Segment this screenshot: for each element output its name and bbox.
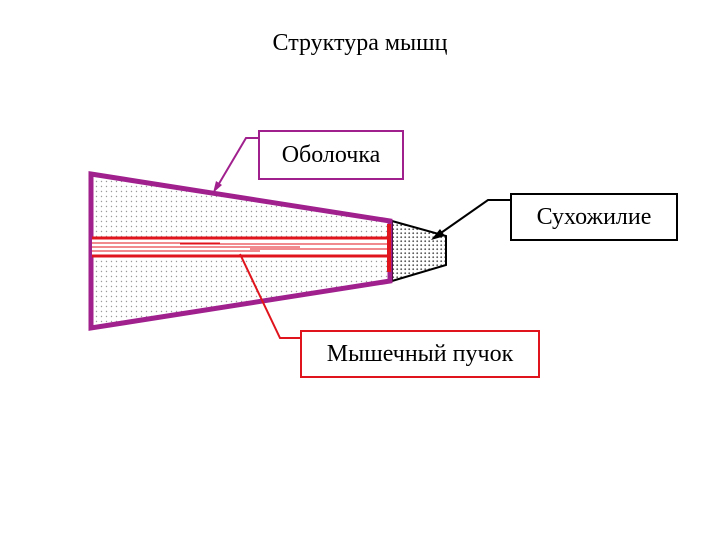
bundle-leader-line	[239, 253, 300, 339]
muscle-bundle-shape	[92, 224, 391, 272]
tendon-label: Сухожилие	[510, 193, 678, 241]
tendon-leader-line	[437, 199, 510, 236]
diagram-title: Структура мышц	[272, 30, 448, 56]
sheath-leader-line	[216, 137, 258, 188]
tendon-leader-arrowhead	[431, 229, 445, 240]
tendon-shape	[391, 219, 447, 283]
muscle-bundle-label: Мышечный пучок	[300, 330, 540, 378]
sheath-label: Оболочка	[258, 130, 404, 180]
sheath-leader-arrowhead	[213, 181, 222, 193]
